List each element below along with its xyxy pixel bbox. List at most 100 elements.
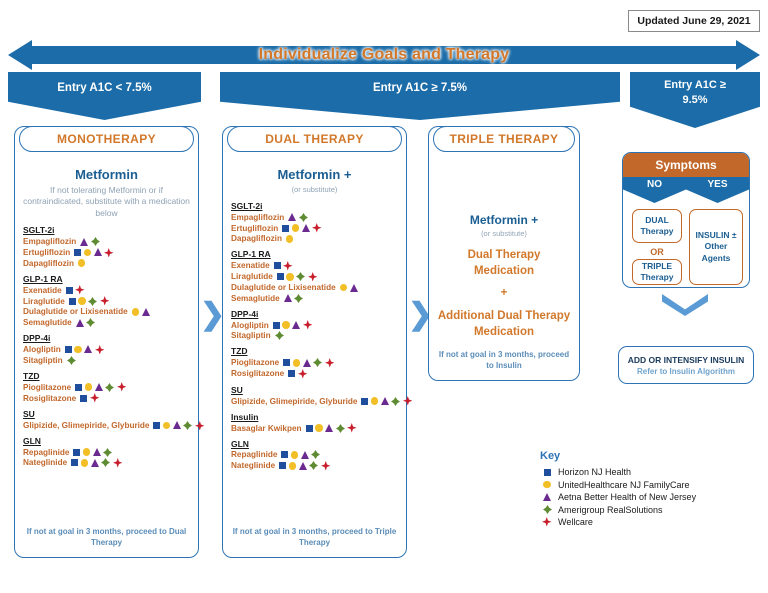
marker-cross-icon xyxy=(94,344,105,355)
a1c-banner-high: Entry A1C ≥ 9.5% xyxy=(630,72,760,128)
marker-triangle-icon xyxy=(80,237,89,246)
marker-square-icon xyxy=(361,397,369,405)
symptoms-triple-box: TRIPLE Therapy xyxy=(632,259,682,285)
drug-name: Rosiglitazone xyxy=(231,369,285,379)
drug-plan-markers xyxy=(283,293,304,303)
drug-plan-markers xyxy=(68,296,110,306)
marker-cross-icon xyxy=(75,285,85,295)
marker-diamond-icon xyxy=(298,212,308,222)
key-row: Horizon NJ Health xyxy=(540,467,760,477)
drug-plan-markers xyxy=(283,358,335,368)
dualtherapy-drug-sub: (or substitute) xyxy=(291,185,338,194)
drug-row: Dapagliflozin xyxy=(231,234,398,243)
monotherapy-body: Metformin If not tolerating Metformin or… xyxy=(15,157,205,557)
updated-date-badge: Updated June 29, 2021 xyxy=(628,10,760,32)
marker-triangle-icon xyxy=(90,458,99,467)
a1c-banner-low: Entry A1C < 7.5% xyxy=(8,72,201,120)
key-label: Wellcare xyxy=(558,517,593,527)
monotherapy-footnote: If not at goal in 3 months, proceed to D… xyxy=(26,526,187,548)
marker-triangle-icon xyxy=(543,493,551,501)
insulin-final-line1: ADD OR INTENSIFY INSULIN xyxy=(627,354,745,365)
marker-circle-icon xyxy=(285,235,294,243)
symptoms-dual-box: DUAL Therapy xyxy=(632,209,682,243)
marker-diamond-icon xyxy=(90,237,100,246)
key-label: Horizon NJ Health xyxy=(558,467,632,477)
marker-diamond-icon xyxy=(294,293,304,303)
tripletherapy-plus: + xyxy=(500,287,508,300)
marker-triangle-icon xyxy=(172,421,181,430)
marker-triangle-icon xyxy=(300,450,309,459)
dualtherapy-title: DUAL THERAPY xyxy=(227,126,402,152)
drug-plan-markers xyxy=(339,283,358,292)
drug-name: Empagliflozin xyxy=(23,237,77,246)
drug-row: Repaglinide xyxy=(23,447,190,457)
key-marker-diamond-icon xyxy=(540,505,554,514)
drug-name: Basaglar Kwikpen xyxy=(231,423,302,433)
marker-circle-icon xyxy=(78,297,86,305)
marker-square-icon xyxy=(282,224,290,232)
drug-plan-markers xyxy=(71,458,123,468)
drug-class-heading: GLN xyxy=(23,436,41,447)
marker-square-icon xyxy=(273,262,281,270)
drug-row: Semaglutide xyxy=(23,318,190,328)
arrow-right-tip-icon xyxy=(736,40,760,70)
monotherapy-card: MONOTHERAPY Metformin If not tolerating … xyxy=(14,126,205,558)
marker-square-icon xyxy=(288,370,296,378)
drug-class-heading: TZD xyxy=(231,346,248,357)
drug-row: Dulaglutide or Lixisenatide xyxy=(231,283,398,292)
drug-row: Nateglinide xyxy=(231,461,398,471)
marker-diamond-icon xyxy=(542,505,552,514)
drug-name: Alogliptin xyxy=(23,344,61,354)
drug-class-heading: DPP-4i xyxy=(231,308,259,319)
marker-triangle-icon xyxy=(75,318,84,327)
marker-circle-icon xyxy=(543,480,551,489)
marker-square-icon xyxy=(80,394,88,402)
drug-name: Semaglutide xyxy=(231,293,280,303)
marker-circle-icon xyxy=(291,224,300,232)
drug-name: Nateglinide xyxy=(23,458,68,468)
drug-row: Exenatide xyxy=(23,285,190,295)
key-marker-cross-icon xyxy=(540,517,554,527)
marker-triangle-icon xyxy=(325,424,334,433)
marker-circle-icon xyxy=(77,259,86,267)
symptoms-yesno-band: NO YES xyxy=(623,177,749,203)
tripletherapy-drug-sub: (or substitute) xyxy=(481,229,527,238)
drug-plan-markers xyxy=(65,285,85,295)
marker-circle-icon xyxy=(339,283,348,292)
marker-diamond-icon xyxy=(296,272,306,282)
drug-class-heading: GLP-1 RA xyxy=(231,249,271,260)
marker-circle-icon xyxy=(290,451,299,459)
marker-square-icon xyxy=(543,468,551,476)
drug-class-heading: SU xyxy=(231,384,243,395)
drug-name: Sitagliptin xyxy=(231,331,271,341)
marker-triangle-icon xyxy=(298,461,307,470)
drug-row: Dulaglutide or Lixisenatide xyxy=(23,307,190,316)
key-label: UnitedHealthcare NJ FamilyCare xyxy=(558,479,690,490)
drug-plan-markers xyxy=(153,420,205,431)
drug-name: Alogliptin xyxy=(231,320,269,330)
marker-triangle-icon xyxy=(141,307,150,316)
marker-triangle-icon xyxy=(302,358,311,367)
insulin-final-line2: Refer to Insulin Algorithm xyxy=(637,366,735,376)
marker-square-icon xyxy=(73,448,81,456)
marker-diamond-icon xyxy=(103,447,113,457)
marker-triangle-icon xyxy=(349,283,358,292)
marker-circle-icon xyxy=(80,459,89,467)
drug-row: Semaglutide xyxy=(231,293,398,303)
marker-cross-icon xyxy=(112,458,123,468)
marker-circle-icon xyxy=(292,359,301,367)
marker-square-icon xyxy=(75,383,83,391)
drug-row: Repaglinide xyxy=(231,450,398,460)
drug-row: Alogliptin xyxy=(231,320,398,330)
tripletherapy-card: TRIPLE THERAPY Metformin + (or substitut… xyxy=(428,126,580,381)
marker-circle-icon xyxy=(282,321,290,329)
drug-row: Liraglutide xyxy=(231,272,398,282)
drug-plan-markers xyxy=(274,331,284,341)
marker-cross-icon xyxy=(320,461,331,471)
marker-triangle-icon xyxy=(92,448,101,457)
drug-plan-markers xyxy=(361,396,413,406)
monotherapy-title: MONOTHERAPY xyxy=(19,126,194,152)
drug-row: Rosiglitazone xyxy=(23,393,190,403)
drug-row: Ertugliflozin xyxy=(231,223,398,233)
